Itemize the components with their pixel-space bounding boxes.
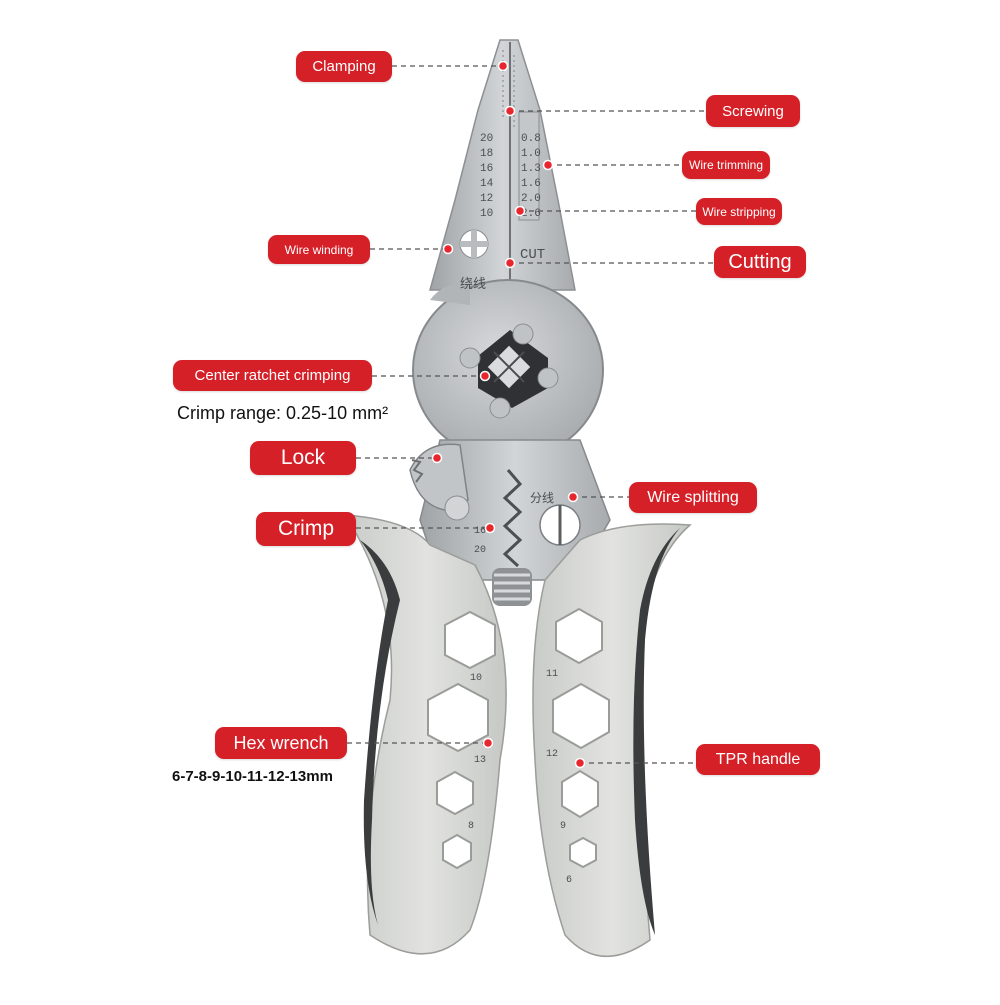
label-wire-stripping: Wire stripping [696,198,782,225]
hex-size-mark: 6 [566,875,572,886]
label-wire-winding: Wire winding [268,235,370,264]
tool-markings: 20 18 16 14 12 10 0.8 1.0 1.3 1.6 2.0 2.… [460,133,572,886]
hex-size-mark: 10 [470,673,482,684]
label-clamping: Clamping [296,51,392,82]
hex-size-mark: 12 [546,749,558,760]
label-crimp: Crimp [256,512,356,546]
label-lock: Lock [250,441,356,475]
right-handle [532,523,692,958]
mm-mark: 2.6 [521,208,541,220]
pointer-dot [482,737,494,749]
pointer-dot [479,370,491,382]
pointer-dot [484,522,496,534]
label-cutting: Cutting [714,246,806,278]
winding-hole [459,229,489,259]
crimp-size-mark: 20 [474,545,486,556]
jaw [429,39,576,300]
pointer-dot [442,243,454,255]
hex-hole [552,682,610,750]
pivot-head [412,279,604,461]
awg-mark: 14 [480,178,494,190]
winding-chars: 绕线 [460,277,486,292]
hex-size-mark: 9 [560,821,566,832]
label-screwing: Screwing [706,95,800,127]
bolt [537,367,559,389]
pointer-dot [542,159,554,171]
hex-size-mark: 8 [468,821,474,832]
bolt [459,347,481,369]
hex-hole [555,607,603,665]
hex-size-mark: 13 [474,755,486,766]
awg-mark: 20 [480,133,493,145]
hex-hole [561,769,599,819]
mm-mark: 0.8 [521,133,541,145]
mm-mark: 1.6 [521,178,541,190]
split-chars: 分线 [530,491,554,506]
pointer-dot [567,491,579,503]
label-wire-trimming: Wire trimming [682,151,770,179]
hex-hole [569,836,597,869]
spring [492,568,532,606]
label-tpr-handle: TPR handle [696,744,820,775]
awg-mark: 16 [480,163,493,175]
hex-size-mark: 11 [546,669,558,680]
pointer-dot [431,452,443,464]
awg-mark: 10 [480,208,493,220]
bolt [489,397,511,419]
bolt [512,323,534,345]
awg-mark: 18 [480,148,493,160]
hex-sizes-note: 6-7-8-9-10-11-12-13mm [172,768,333,785]
cut-mark: CUT [520,247,545,263]
hex-hole [427,682,489,753]
hex-hole [442,833,472,870]
pointer-dots [431,60,586,769]
label-wire-splitting: Wire splitting [629,482,757,513]
label-center-ratchet-crimping: Center ratchet crimping [173,360,372,391]
crimp-size-mark: 16 [474,526,486,537]
label-hex-wrench: Hex wrench [215,727,347,759]
leader-lines [347,65,714,764]
lower-body [409,439,611,606]
pointer-dot [504,257,516,269]
crimp-range-note: Crimp range: 0.25-10 mm² [177,403,389,423]
awg-mark: 12 [480,193,493,205]
mm-mark: 1.3 [521,163,541,175]
hex-hole [436,770,474,816]
left-handle [343,514,507,955]
mm-mark: 1.0 [521,148,541,160]
pointer-dot [497,60,509,72]
mm-mark: 2.0 [521,193,541,205]
hex-hole [444,610,496,670]
pointer-dot [514,205,526,217]
pointer-dot [504,105,516,117]
pointer-dot [574,757,586,769]
